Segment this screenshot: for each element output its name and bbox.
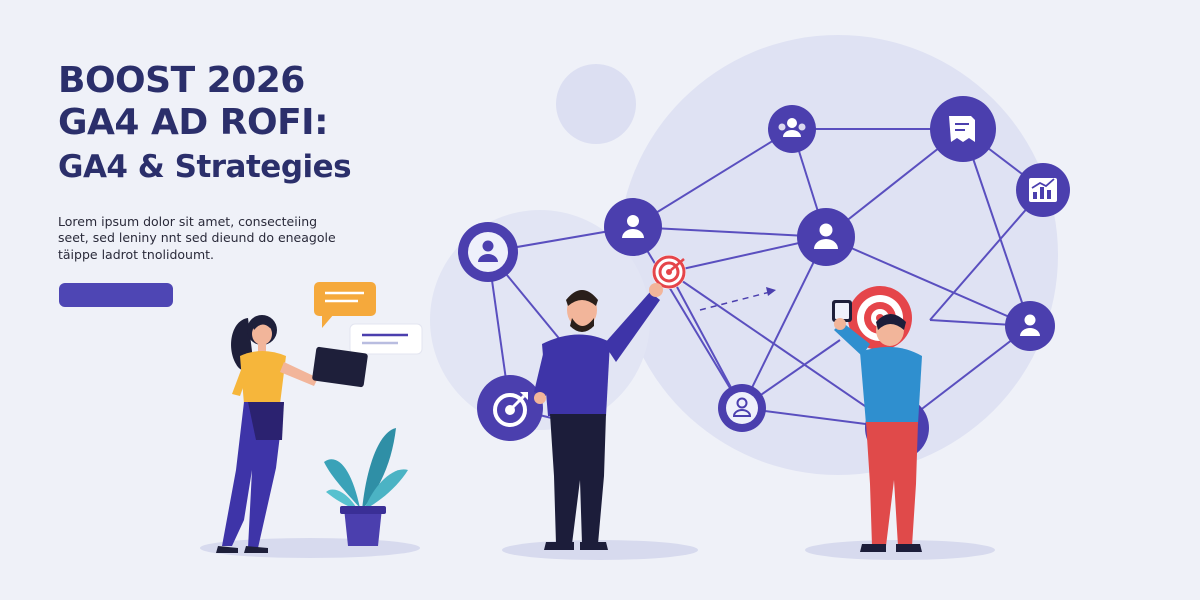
- user-icon: [814, 223, 838, 249]
- network-node-target: [477, 375, 543, 441]
- network-node-user-right: [1005, 301, 1055, 351]
- headline-line-2: GA4 AD ROFI:: [58, 102, 328, 144]
- dashed-arrow: [699, 287, 776, 311]
- target-marker-small: [652, 255, 686, 289]
- chat-bubble-orange: [314, 282, 376, 328]
- body-text-line-3: täippe ladrot tnolidoumt.: [58, 246, 214, 262]
- man-pointing: [534, 283, 663, 550]
- network-node-user-bottom: [718, 384, 766, 432]
- user-icon: [622, 215, 644, 238]
- woman-with-tablet: [216, 315, 368, 553]
- user-icon: [478, 240, 498, 262]
- body-text-line-2: seet, sed leniny nnt sed dieund do eneag…: [58, 230, 336, 246]
- background-blob-small: [556, 64, 636, 144]
- network-node-user-center: [604, 198, 662, 256]
- body-text: Lorem ipsum dolor sit amet, consecteiing…: [58, 214, 358, 263]
- body-text-line-1: Lorem ipsum dolor sit amet, consecteiing: [58, 214, 318, 229]
- cta-button[interactable]: [59, 283, 173, 307]
- user-group-icon: [778, 118, 806, 137]
- document-icon: [949, 116, 975, 142]
- potted-plant: [324, 428, 408, 546]
- user-icon: [732, 397, 752, 417]
- network-node-user-left: [458, 222, 518, 282]
- headline: BOOST 2026 GA4 AD ROFI: GA4 & Strategies: [58, 60, 352, 186]
- network-node-document: [930, 96, 996, 162]
- chat-bubble-white: [349, 323, 423, 355]
- network-node-chart: [1016, 163, 1070, 217]
- bar-chart-icon: [1029, 178, 1057, 202]
- man-with-phone: [832, 300, 922, 552]
- network-node-user-main: [797, 208, 855, 266]
- target-icon: [493, 392, 528, 427]
- user-icon: [1020, 314, 1040, 336]
- network-node-team: [768, 105, 816, 153]
- headline-line-1: BOOST 2026: [58, 60, 305, 101]
- headline-line-3: GA4 & Strategies: [58, 148, 352, 185]
